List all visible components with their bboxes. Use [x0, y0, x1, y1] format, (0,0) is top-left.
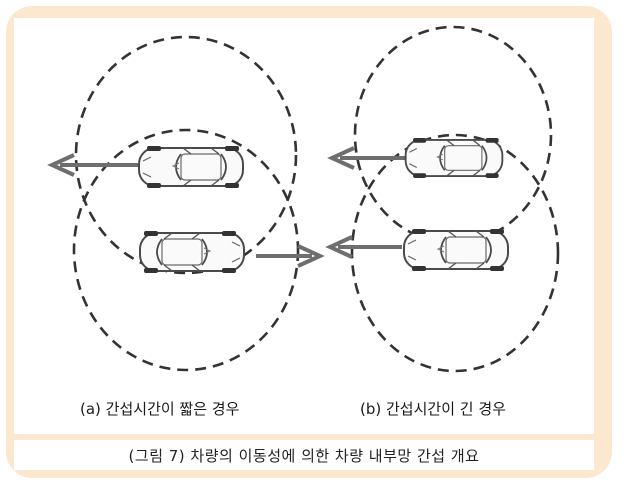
arrow-right-icon — [256, 244, 325, 268]
arrow-left-icon — [325, 235, 402, 259]
caption-text: (그림 7) 차량의 이동성에 의한 차량 내부망 간섭 개요 — [128, 446, 480, 465]
figure-caption: (그림 7) 차량의 이동성에 의한 차량 내부망 간섭 개요 — [14, 440, 594, 470]
arrow-left-icon — [327, 146, 408, 170]
panel-b-label: (b) 간섭시간이 긴 경우 — [360, 400, 506, 418]
figure-panel — [14, 18, 594, 434]
arrow-left-icon — [47, 153, 145, 177]
car-icon — [139, 230, 245, 274]
range-circle-a-lower — [72, 128, 300, 372]
car-icon — [404, 137, 504, 179]
range-circle-a-upper — [74, 35, 298, 275]
range-circle-b-lower — [350, 133, 560, 373]
car-icon — [138, 145, 244, 189]
range-circle-b-upper — [353, 25, 553, 245]
car-icon — [403, 228, 509, 272]
panel-a-label: (a) 간섭시간이 짧은 경우 — [80, 400, 240, 418]
